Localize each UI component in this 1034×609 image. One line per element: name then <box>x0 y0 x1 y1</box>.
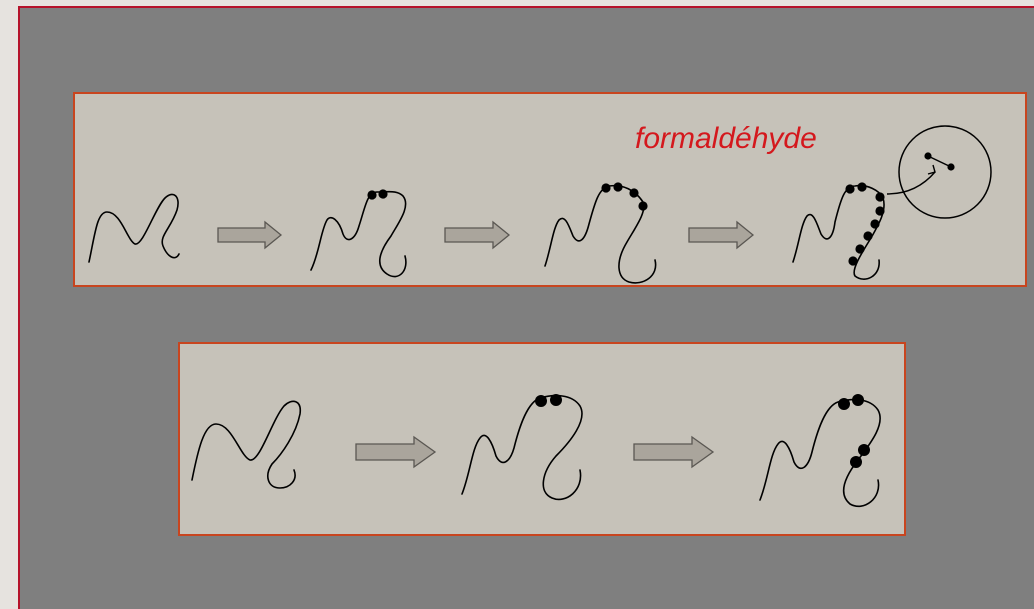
bottom-reaction-panel <box>178 342 906 536</box>
bead-3a <box>601 183 611 193</box>
bead-4h <box>848 256 858 266</box>
bead-3b <box>613 182 623 192</box>
bead-3d <box>638 201 648 211</box>
polymer-chain-b2 <box>461 394 583 501</box>
bead-b3d <box>850 456 862 468</box>
reaction-arrow-1 <box>217 220 283 250</box>
bead-4b <box>857 182 867 192</box>
top-reaction-drawing <box>88 125 992 284</box>
polymer-chain-b3 <box>759 398 881 507</box>
formaldehyde-molecule <box>927 155 950 167</box>
polymer-chain-1 <box>88 193 180 263</box>
bead-4a <box>845 184 855 194</box>
formaldehyde-inset-circle <box>898 125 992 219</box>
polymer-chain-4 <box>792 184 885 280</box>
reaction-arrow-2 <box>444 220 511 250</box>
reaction-arrow-b1 <box>355 435 437 469</box>
reaction-arrow-b2 <box>633 435 715 469</box>
bead-b3a <box>838 398 850 410</box>
formaldehyde-pointer-arrow <box>886 171 936 195</box>
bead-4f <box>863 231 873 241</box>
polymer-chain-b1 <box>191 400 302 489</box>
formaldehyde-label: formaldéhyde <box>635 122 817 155</box>
formaldehyde-atom-1 <box>924 152 932 160</box>
top-reaction-panel: formaldéhyde <box>73 92 1027 287</box>
formaldehyde-atom-2 <box>947 163 955 171</box>
bead-4c <box>875 192 885 202</box>
bead-b3c <box>858 444 870 456</box>
bottom-reaction-drawing <box>191 394 881 507</box>
polymer-chain-2 <box>310 190 407 278</box>
bead-3c <box>629 188 639 198</box>
bead-b3b <box>852 394 864 406</box>
bead-4e <box>870 219 880 229</box>
bead-4d <box>875 206 885 216</box>
bead-b2a <box>535 395 547 407</box>
reaction-arrow-3 <box>688 220 755 250</box>
polymer-chain-3 <box>544 184 657 284</box>
bead-2a <box>367 190 377 200</box>
formaldehyde-pointer-head <box>927 164 936 175</box>
bead-2b <box>378 189 388 199</box>
slide-canvas: formaldéhyde <box>18 6 1034 609</box>
bead-b2b <box>550 394 562 406</box>
bead-4g <box>855 244 865 254</box>
